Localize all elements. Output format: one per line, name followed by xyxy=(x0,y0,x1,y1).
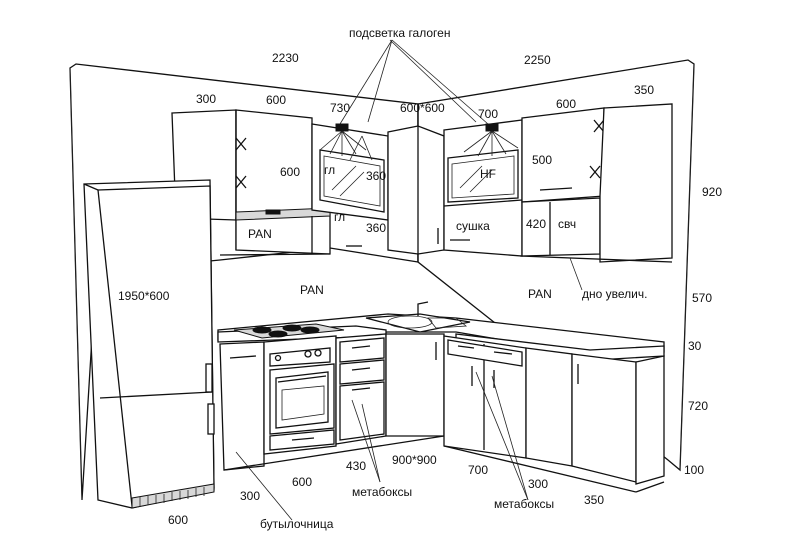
dim-base-600: 600 xyxy=(292,475,312,489)
dim-height-420: 420 xyxy=(526,217,546,231)
dim-upper-350: 350 xyxy=(634,83,654,97)
label-microwave: свч xyxy=(558,217,576,231)
base-cabinets-right xyxy=(443,335,665,493)
base-cabinets-left xyxy=(219,333,445,471)
dim-height-30: 30 xyxy=(688,339,702,353)
dim-height-100: 100 xyxy=(684,463,704,477)
label-hood-right: HF xyxy=(480,167,496,181)
dim-base-350: 350 xyxy=(584,493,604,507)
dim-height-600: 600 xyxy=(280,165,300,179)
fridge xyxy=(83,179,215,509)
dim-height-500: 500 xyxy=(532,153,552,167)
dim-upper-700: 700 xyxy=(478,107,498,121)
dim-base-corner: 900*900 xyxy=(392,453,437,467)
dim-upper-600-right: 600 xyxy=(556,97,576,111)
x-mark-1 xyxy=(235,137,247,151)
label-bottle-holder: бутылочница xyxy=(260,517,334,531)
dim-fridge-width: 600 xyxy=(168,513,188,527)
dim-upper-600-left: 600 xyxy=(266,93,286,107)
countertops xyxy=(217,301,665,361)
dim-height-360-a: 360 xyxy=(366,169,386,183)
x-mark-4 xyxy=(589,165,601,179)
label-panel-left: PAN xyxy=(248,227,272,241)
label-enlarged-bottom: дно увелич. xyxy=(582,287,647,301)
x-mark-2 xyxy=(235,175,247,189)
label-metaboxes-left: метабоксы xyxy=(352,485,412,499)
label-dish-dryer: сушка xyxy=(456,219,490,233)
x-mark-3 xyxy=(593,119,605,133)
label-fridge-size: 1950*600 xyxy=(118,289,170,303)
annotation-lines xyxy=(235,39,583,521)
dim-upper-300-left: 300 xyxy=(196,92,216,106)
label-hood-left-below: гл xyxy=(334,210,345,224)
dim-height-920: 920 xyxy=(702,185,722,199)
dim-height-570: 570 xyxy=(692,291,712,305)
dim-upper-730: 730 xyxy=(330,101,350,115)
label-metaboxes-right: метабоксы xyxy=(494,497,554,511)
dim-corner-upper: 600*600 xyxy=(400,101,445,115)
dim-base-700: 700 xyxy=(468,463,488,477)
label-panel-right: PAN xyxy=(528,287,552,301)
dim-wall-left: 2230 xyxy=(272,51,299,65)
dim-wall-right: 2250 xyxy=(524,53,551,67)
dimension-labels: 2230 2250 300 600 730 600*600 700 600 35… xyxy=(168,51,722,527)
upper-cabinets-right xyxy=(443,103,673,263)
dim-height-720: 720 xyxy=(688,399,708,413)
dim-height-360-b: 360 xyxy=(366,221,386,235)
upper-cabinets-left xyxy=(171,109,445,256)
text-labels: подсветка галоген гл гл HF PAN PAN PAN с… xyxy=(118,26,647,531)
dim-base-430: 430 xyxy=(346,459,366,473)
dim-base-300-left: 300 xyxy=(240,489,260,503)
dim-base-300-right: 300 xyxy=(528,477,548,491)
label-halogen-light: подсветка галоген xyxy=(349,26,450,40)
label-panel-center: PAN xyxy=(300,283,324,297)
label-hood-left: гл xyxy=(324,163,335,177)
